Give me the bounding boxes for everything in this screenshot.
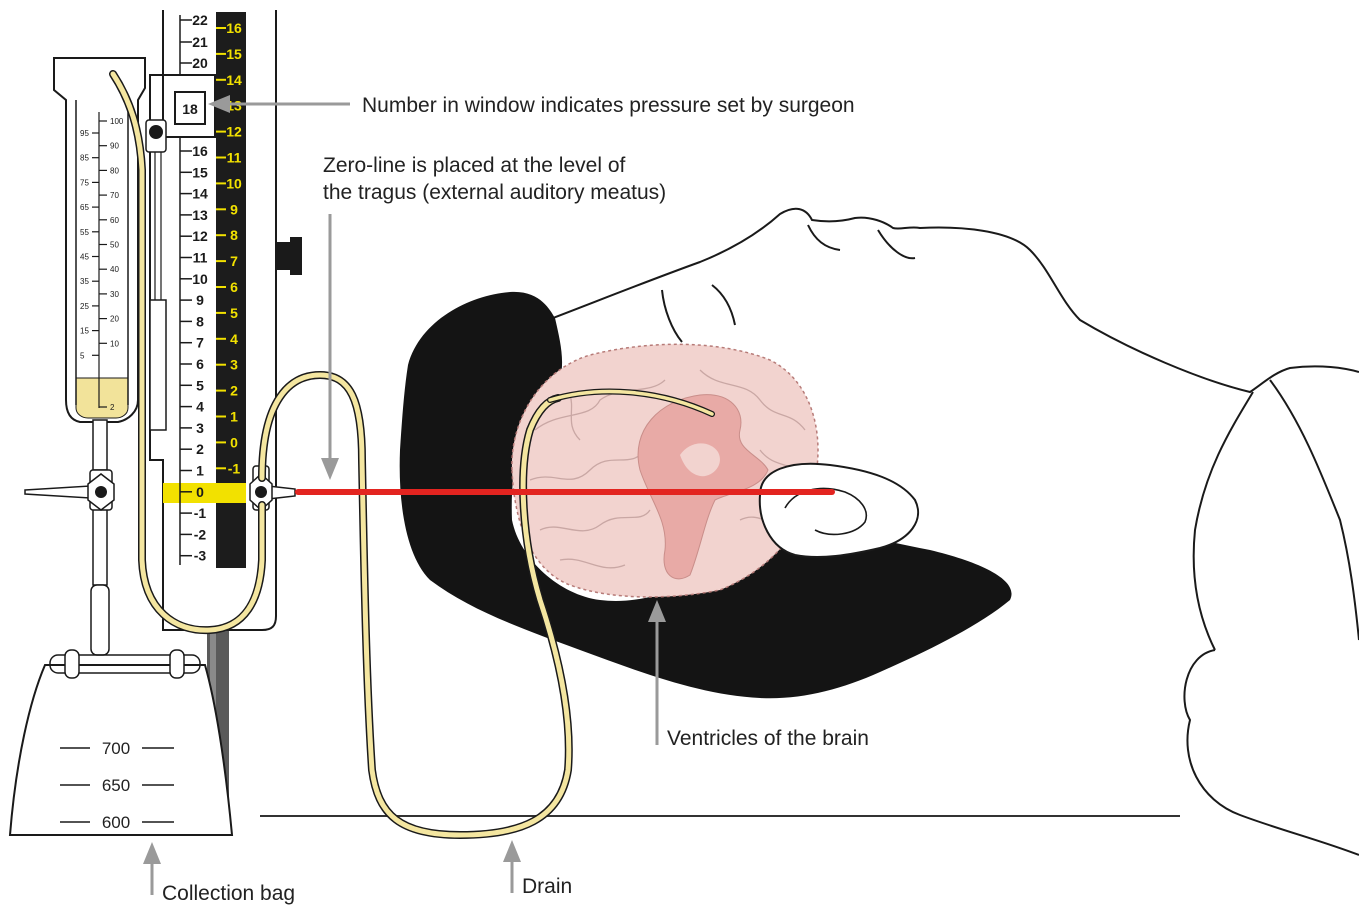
right-scale-label: 9 — [230, 201, 238, 217]
arrow-head-drain — [503, 840, 521, 862]
chamber-minor-label: 5 — [80, 351, 85, 360]
left-scale-label: 11 — [193, 250, 208, 266]
right-scale-label: 12 — [226, 124, 242, 140]
chamber-major-label: 20 — [110, 315, 119, 324]
chamber-minor-label: 95 — [80, 129, 89, 138]
arrow-head-bag — [143, 842, 161, 864]
left-scale-label: 1 — [196, 463, 204, 479]
label-pressure-window: Number in window indicates pressure set … — [362, 94, 855, 117]
right-scale-label: 0 — [230, 434, 238, 450]
chamber-minor-label: 55 — [80, 228, 89, 237]
left-scale-label: 21 — [192, 34, 208, 50]
pressure-window-value: 18 — [182, 101, 198, 117]
chamber-minor-label: 35 — [80, 277, 89, 286]
left-scale-label: 4 — [196, 399, 204, 415]
chamber-minor-label: 45 — [80, 253, 89, 262]
chamber-minor-label: 65 — [80, 203, 89, 212]
bag-label-700: 700 — [102, 739, 130, 758]
chamber-minor-label: 15 — [80, 327, 89, 336]
chamber-major-label: 100 — [110, 117, 124, 126]
chamber-minor-label: 25 — [80, 302, 89, 311]
left-scale-label: -3 — [194, 548, 207, 564]
chamber-major-label: 2 — [110, 403, 115, 412]
right-scale-label: 7 — [230, 253, 238, 269]
right-scale-label: 3 — [230, 357, 238, 373]
chamber-major-label: 90 — [110, 142, 119, 151]
slider-rail — [150, 300, 166, 430]
left-scale-label: 2 — [196, 441, 204, 457]
chamber-major-label: 30 — [110, 290, 119, 299]
chamber-minor-label: 75 — [80, 178, 89, 187]
label-ventricles: Ventricles of the brain — [667, 727, 869, 750]
right-scale-label: -2 — [228, 486, 241, 502]
chamber-fluid — [76, 378, 128, 418]
right-scale-label: 15 — [226, 46, 242, 62]
right-scale-label: 4 — [230, 331, 238, 347]
left-scale-label: 5 — [196, 377, 204, 393]
right-scale-label: 11 — [227, 150, 242, 166]
label-drain: Drain — [522, 875, 572, 898]
right-scale-label: 8 — [230, 227, 238, 243]
right-scale-label: 16 — [226, 20, 242, 36]
chamber-major-label: 80 — [110, 166, 119, 175]
left-scale-label: 6 — [196, 356, 204, 372]
right-scale-label: 6 — [230, 279, 238, 295]
chamber-major-label: 70 — [110, 191, 119, 200]
chamber-major-label: 10 — [110, 339, 119, 348]
left-scale-label: 10 — [192, 271, 208, 287]
chamber-minor-label: 85 — [80, 154, 89, 163]
label-zero-line-1: Zero-line is placed at the level of — [323, 154, 625, 177]
left-scale-label: -1 — [194, 505, 207, 521]
left-scale-label: -2 — [194, 526, 207, 542]
left-scale-label: 7 — [196, 335, 204, 351]
left-scale-label: 0 — [196, 484, 204, 500]
left-scale-label: 12 — [192, 228, 208, 244]
arrow-head-zero — [321, 458, 339, 480]
chamber-major-label: 40 — [110, 265, 119, 274]
left-scale-label: 8 — [196, 313, 204, 329]
chamber-major-label: 50 — [110, 241, 119, 250]
left-scale-label: 9 — [196, 292, 204, 308]
left-scale-label: 3 — [196, 420, 204, 436]
right-scale-label: 5 — [230, 305, 238, 321]
right-scale-label: 10 — [226, 175, 242, 191]
left-scale-label: 20 — [192, 55, 208, 71]
right-scale-label: -1 — [228, 460, 241, 476]
left-stopcock-handle[interactable] — [25, 486, 90, 498]
right-scale-label: 14 — [226, 72, 242, 88]
bag-label-650: 650 — [102, 776, 130, 795]
right-scale-label: 2 — [230, 383, 238, 399]
right-scale-label: 1 — [230, 409, 238, 425]
label-collection-bag: Collection bag — [162, 882, 295, 905]
left-scale-label: 22 — [192, 12, 208, 28]
label-zero-line-2: the tragus (external auditory meatus) — [323, 181, 666, 204]
left-scale-label: 14 — [192, 186, 208, 202]
left-scale-label: 13 — [192, 207, 208, 223]
ear — [760, 464, 918, 557]
chamber-major-label: 60 — [110, 216, 119, 225]
bag-label-600: 600 — [102, 813, 130, 832]
left-scale-label: 16 — [192, 143, 208, 159]
left-scale-label: 15 — [192, 164, 208, 180]
